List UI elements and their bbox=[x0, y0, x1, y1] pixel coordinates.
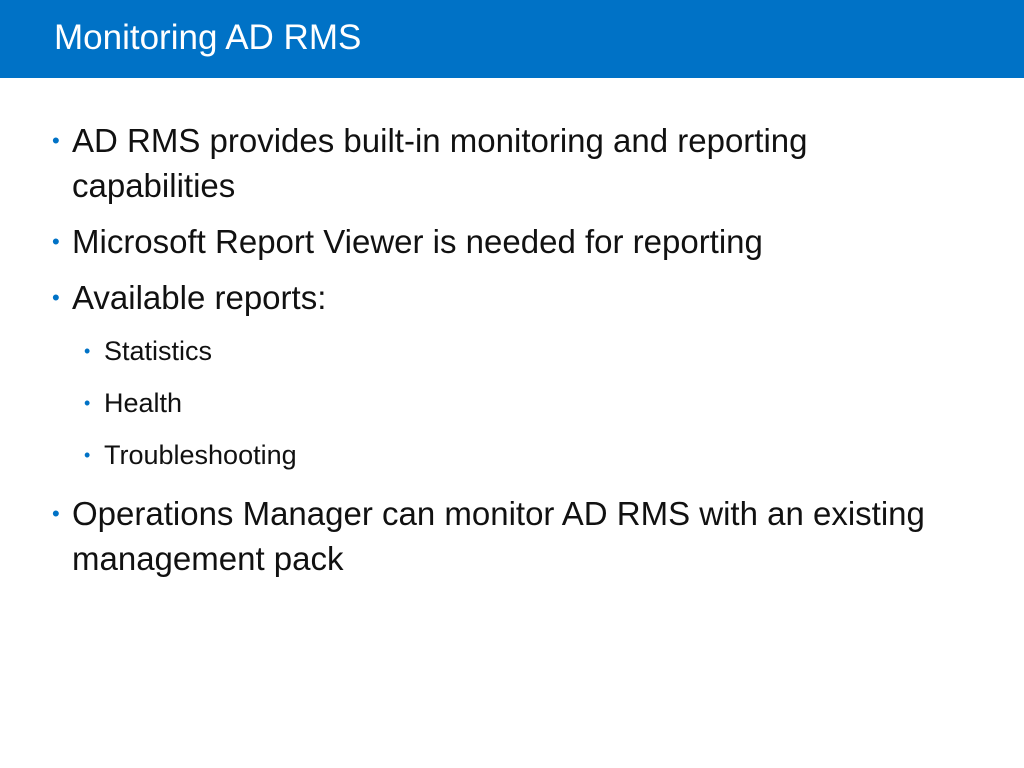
bullet-dot-icon: • bbox=[52, 285, 60, 310]
bullet-item: • Available reports: bbox=[52, 275, 972, 320]
sub-bullet-item: • Health bbox=[84, 383, 972, 423]
sub-bullet-text: Statistics bbox=[104, 336, 213, 366]
sub-bullet-text: Health bbox=[104, 388, 183, 418]
sub-bullet-item: • Statistics bbox=[84, 331, 972, 371]
bullet-item: • AD RMS provides built-in monitoring an… bbox=[52, 118, 972, 208]
slide-title: Monitoring AD RMS bbox=[54, 18, 362, 57]
bullet-item: • Microsoft Report Viewer is needed for … bbox=[52, 219, 972, 264]
bullet-list: • AD RMS provides built-in monitoring an… bbox=[52, 118, 972, 592]
bullet-dot-icon: • bbox=[84, 341, 91, 361]
bullet-text: Microsoft Report Viewer is needed for re… bbox=[72, 223, 763, 260]
bullet-text: AD RMS provides built-in monitoring and … bbox=[72, 122, 808, 204]
sub-bullet-text: Troubleshooting bbox=[104, 440, 297, 470]
bullet-dot-icon: • bbox=[52, 128, 60, 153]
title-bar: Monitoring AD RMS bbox=[0, 0, 1024, 78]
bullet-dot-icon: • bbox=[84, 445, 91, 465]
bullet-dot-icon: • bbox=[84, 393, 91, 413]
bullet-dot-icon: • bbox=[52, 229, 60, 254]
bullet-text: Available reports: bbox=[72, 279, 327, 316]
bullet-item: • Operations Manager can monitor AD RMS … bbox=[52, 491, 972, 581]
sub-bullet-item: • Troubleshooting bbox=[84, 435, 972, 475]
bullet-text: Operations Manager can monitor AD RMS wi… bbox=[72, 495, 925, 577]
bullet-dot-icon: • bbox=[52, 501, 60, 526]
